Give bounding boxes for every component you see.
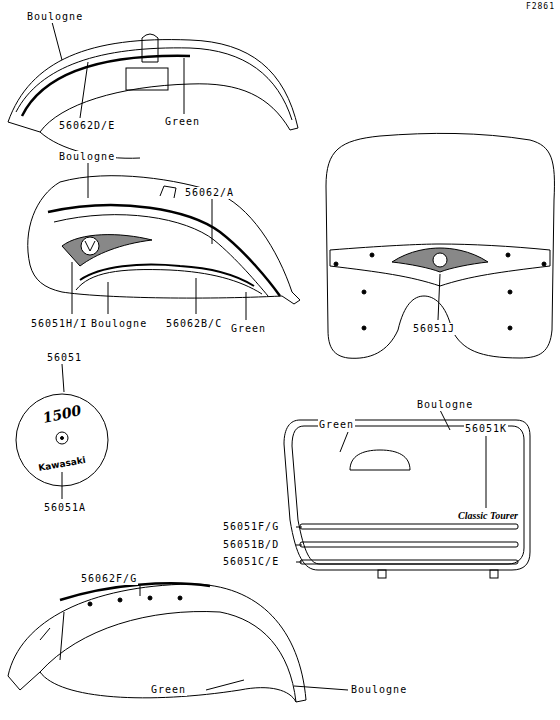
leader-line — [52, 22, 62, 60]
bolt-hole — [508, 326, 512, 330]
stripe-line — [22, 56, 190, 116]
emblem-center — [61, 437, 64, 440]
stripe-line — [76, 270, 262, 294]
fuel-cap — [160, 186, 176, 198]
leader-line — [212, 199, 213, 244]
stripe-line — [48, 205, 280, 296]
emblem-text: Kawasaki — [36, 454, 87, 474]
bolt-hole — [334, 262, 338, 266]
leader-line — [108, 282, 109, 314]
stripe-line — [80, 265, 254, 286]
bolt-hole — [88, 602, 92, 606]
callout-number: 56051C/E — [222, 556, 280, 568]
color-name: Green — [230, 323, 267, 335]
emblem-text: 1500 — [41, 404, 84, 424]
leader-line — [206, 680, 244, 690]
bolt-hole — [148, 596, 152, 600]
color-name: Green — [164, 116, 201, 128]
leader-line — [340, 432, 348, 452]
windshield-emblem — [392, 248, 488, 272]
leader-line — [486, 436, 487, 508]
color-name: Boulogne — [58, 151, 116, 163]
saddlebag — [292, 426, 524, 564]
callout-number: 56051K — [464, 423, 508, 435]
tank-emblem — [62, 235, 152, 266]
leader-line — [184, 58, 185, 114]
fuel-tank — [28, 176, 300, 304]
leader-line — [438, 274, 440, 320]
bag-foot — [378, 570, 386, 578]
leader-line — [296, 527, 302, 562]
bag-foot — [490, 570, 498, 578]
leader-line — [80, 62, 88, 118]
bolt-hole — [508, 290, 512, 294]
bolt-hole — [362, 326, 366, 330]
fender-bracket — [126, 68, 168, 90]
callout-number: 56062/A — [184, 187, 235, 199]
rear-fender — [8, 584, 306, 702]
bolt-hole — [506, 253, 510, 257]
tank-emblem — [81, 237, 99, 255]
callout-number: 56051A — [43, 502, 87, 514]
leader-line — [140, 586, 141, 596]
bolt-hole — [118, 598, 122, 602]
stripe-line — [16, 48, 292, 120]
callout-number: 56062F/G — [80, 573, 138, 585]
tank-emblem — [85, 241, 95, 251]
bag-latch — [350, 450, 410, 470]
bolt-hole — [362, 290, 366, 294]
leader-line — [440, 410, 450, 430]
leader-line — [72, 262, 73, 314]
leader-line — [88, 163, 89, 198]
leader-line — [62, 472, 63, 499]
callout-number: 56062B/C — [165, 318, 223, 330]
color-name: Green — [150, 684, 187, 696]
fender-mount — [142, 34, 158, 62]
color-name: Boulogne — [90, 318, 148, 330]
leader-line — [246, 292, 247, 320]
front-fender — [8, 40, 298, 132]
leader-line — [294, 686, 348, 690]
bolt-hole — [370, 253, 374, 257]
callout-number: 56051J — [412, 323, 456, 335]
saddlebag — [284, 420, 530, 570]
emblem-center — [56, 432, 68, 444]
bolt-hole — [542, 262, 546, 266]
stripe-line — [54, 215, 268, 296]
callout-number: 56051B/D — [222, 539, 280, 551]
stripe-line — [60, 583, 210, 600]
leader-line — [62, 364, 64, 392]
bolt-hole — [178, 596, 182, 600]
leader-line — [196, 278, 197, 314]
rear-fender — [40, 672, 296, 702]
color-name: Boulogne — [26, 11, 84, 23]
figure-code: F2861 — [525, 1, 556, 13]
color-name: Green — [318, 419, 355, 431]
windshield-emblem — [433, 253, 447, 267]
stripe-decal — [300, 542, 518, 547]
stripe-decal — [300, 560, 518, 564]
callout-number: 56051F/G — [222, 521, 280, 533]
color-name: Boulogne — [350, 684, 408, 696]
logo-text: Classic Tourer — [457, 510, 519, 522]
callout-number: 56062D/E — [58, 120, 116, 132]
windshield — [326, 133, 554, 358]
stripe-decal — [300, 524, 518, 529]
callout-number: 56051 — [46, 352, 83, 364]
callout-number: 56051H/I — [30, 318, 88, 330]
rear-fender — [40, 612, 64, 660]
color-name: Boulogne — [416, 399, 474, 411]
